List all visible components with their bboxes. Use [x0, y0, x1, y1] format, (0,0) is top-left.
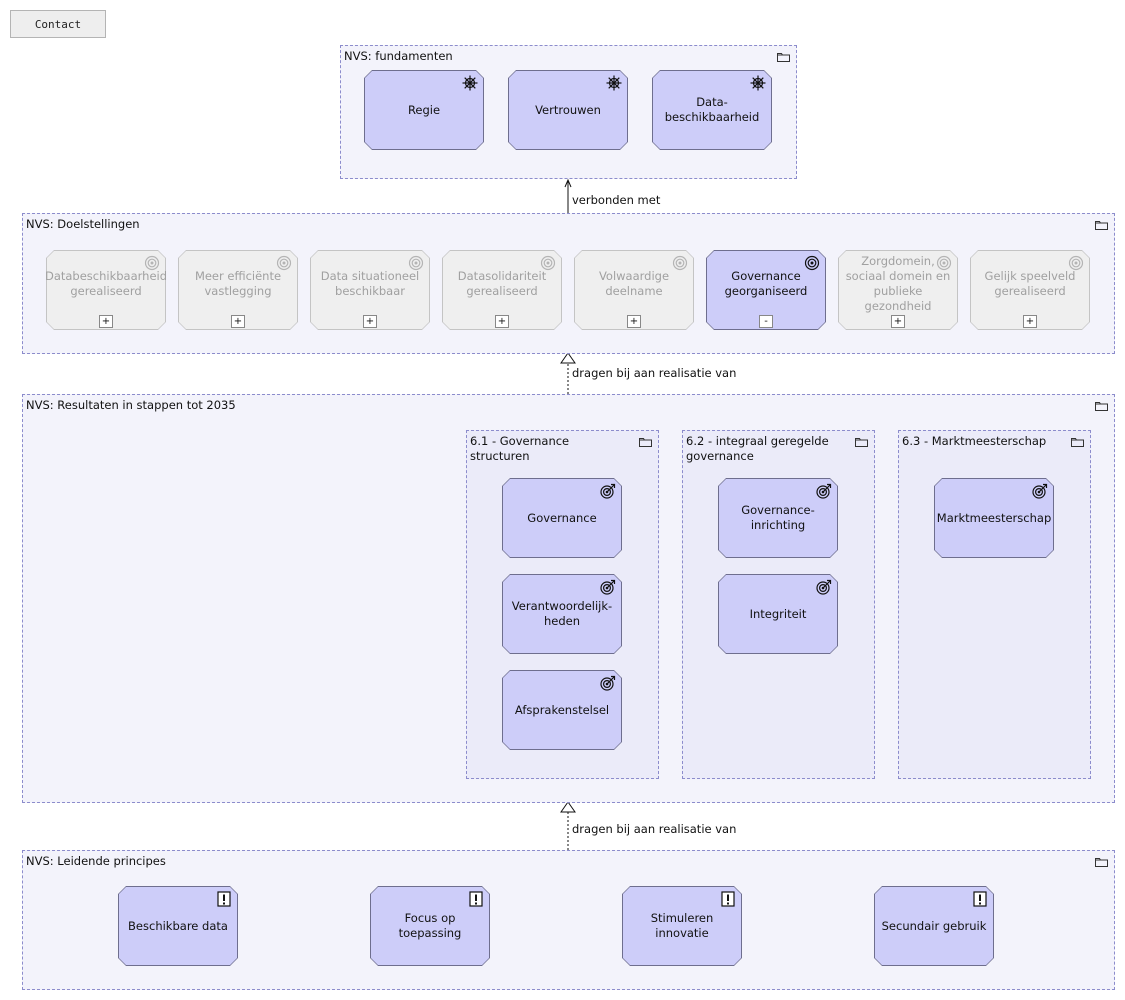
goal-element[interactable]: Meer efficiënte vastlegging + [178, 250, 298, 330]
expand-toggle-button[interactable]: + [1023, 315, 1037, 328]
element-fill [875, 887, 993, 965]
group-title: NVS: Leidende principes [26, 854, 166, 868]
outcome-icon [600, 483, 616, 499]
element-label: Regie [407, 102, 441, 117]
driver-icon [750, 75, 766, 91]
principle-element[interactable]: Beschikbare data [118, 886, 238, 966]
principle-icon [216, 891, 232, 907]
element-label: Data situationeel beschikbaar [320, 269, 420, 298]
expand-toggle-button[interactable]: + [231, 315, 245, 328]
goal-element[interactable]: Gelijk speelveld gerealiseerd + [970, 250, 1090, 330]
element-label: Datasolidariteit gerealiseerd [457, 269, 547, 298]
outcome-element[interactable]: Governance [502, 478, 622, 558]
principle-icon [720, 891, 736, 907]
goal-element[interactable]: Volwaardige deelname + [574, 250, 694, 330]
goal-element[interactable]: Datasolidariteit gerealiseerd + [442, 250, 562, 330]
goal-icon [936, 255, 952, 271]
expand-toggle-button[interactable]: + [891, 315, 905, 328]
element-label: Beschikbare data [128, 918, 228, 933]
element-fill [119, 887, 237, 965]
relation-label-dragen-1: dragen bij aan realisatie van [572, 366, 737, 380]
outcome-icon [1032, 483, 1048, 499]
element-label: Governance georganiseerd [724, 269, 808, 298]
relation-label-dragen-2: dragen bij aan realisatie van [572, 822, 737, 836]
goal-icon [540, 255, 556, 271]
element-label: Verantwoordelijk-heden [511, 599, 613, 628]
goal-element[interactable]: Databeschikbaarheid gerealiseerd + [44, 250, 168, 330]
element-fill [371, 887, 489, 965]
outcome-icon [600, 675, 616, 691]
expand-toggle-button[interactable]: - [759, 315, 773, 328]
fundament-element[interactable]: Vertrouwen [508, 70, 628, 150]
group-title: NVS: fundamenten [344, 49, 453, 63]
group-title: NVS: Doelstellingen [26, 217, 140, 231]
outcome-element[interactable]: Afsprakenstelsel [502, 670, 622, 750]
outcome-icon [600, 579, 616, 595]
goal-element[interactable]: Zorgdomein, sociaal domein en publieke g… [838, 250, 958, 330]
element-fill [365, 71, 483, 149]
element-label: Secundair gebruik [881, 918, 987, 933]
outcome-icon [816, 483, 832, 499]
element-label: Databeschikbaarheid gerealiseerd [44, 269, 168, 298]
folder-icon [1095, 221, 1108, 230]
element-fill [509, 71, 627, 149]
goal-element[interactable]: Governance georganiseerd - [706, 250, 826, 330]
folder-icon [639, 438, 652, 447]
element-fill [653, 71, 771, 149]
principle-element[interactable]: Focus op toepassing [370, 886, 490, 966]
contact-button[interactable]: Contact [10, 10, 106, 38]
subgroup-title: 6.2 - integraal geregelde governance [686, 434, 829, 463]
folder-icon [1095, 858, 1108, 867]
outcome-element[interactable]: Verantwoordelijk-heden [502, 574, 622, 654]
folder-icon [1095, 402, 1108, 411]
relation-label-verbonden: verbonden met [572, 193, 661, 207]
principle-element[interactable]: Stimuleren innovatie [622, 886, 742, 966]
expand-toggle-button[interactable]: + [99, 315, 113, 328]
group-title: NVS: Resultaten in stappen tot 2035 [26, 398, 236, 412]
element-label: Governance [527, 510, 597, 525]
element-label: Stimuleren innovatie [650, 911, 714, 940]
outcome-element[interactable]: Governance-inrichting [718, 478, 838, 558]
principle-element[interactable]: Secundair gebruik [874, 886, 994, 966]
goal-icon [144, 255, 160, 271]
goal-icon [1068, 255, 1084, 271]
element-label: Marktmeesterschap [936, 510, 1052, 525]
element-label: Governance-inrichting [741, 503, 815, 532]
principle-icon [972, 891, 988, 907]
element-label: Zorgdomein, sociaal domein en publieke g… [845, 254, 951, 313]
element-label: Meer efficiënte vastlegging [194, 269, 282, 298]
expand-toggle-button[interactable]: + [363, 315, 377, 328]
driver-icon [606, 75, 622, 91]
element-label: Data- beschikbaarheid [664, 95, 760, 124]
element-label: Gelijk speelveld gerealiseerd [984, 269, 1076, 298]
subgroup-title: 6.1 - Governance structuren [470, 434, 570, 463]
outcome-element[interactable]: Marktmeesterschap [934, 478, 1054, 558]
folder-icon [777, 53, 790, 62]
goal-icon [672, 255, 688, 271]
goal-element[interactable]: Data situationeel beschikbaar + [310, 250, 430, 330]
fundament-element[interactable]: Regie [364, 70, 484, 150]
goal-icon [276, 255, 292, 271]
fundament-element[interactable]: Data- beschikbaarheid [652, 70, 772, 150]
subgroup-title: 6.3 - Marktmeesterschap [902, 434, 1047, 448]
outcome-icon [816, 579, 832, 595]
driver-icon [462, 75, 478, 91]
principle-icon [468, 891, 484, 907]
element-fill [623, 887, 741, 965]
folder-icon [1071, 438, 1084, 447]
element-label: Focus op toepassing [398, 911, 462, 940]
element-label: Integriteit [749, 606, 807, 621]
goal-icon [408, 255, 424, 271]
element-label: Afsprakenstelsel [514, 702, 610, 717]
goal-icon [804, 255, 820, 271]
element-label: Vertrouwen [535, 102, 601, 117]
outcome-element[interactable]: Integriteit [718, 574, 838, 654]
folder-icon [855, 438, 868, 447]
element-label: Volwaardige deelname [598, 269, 670, 298]
expand-toggle-button[interactable]: + [627, 315, 641, 328]
expand-toggle-button[interactable]: + [495, 315, 509, 328]
